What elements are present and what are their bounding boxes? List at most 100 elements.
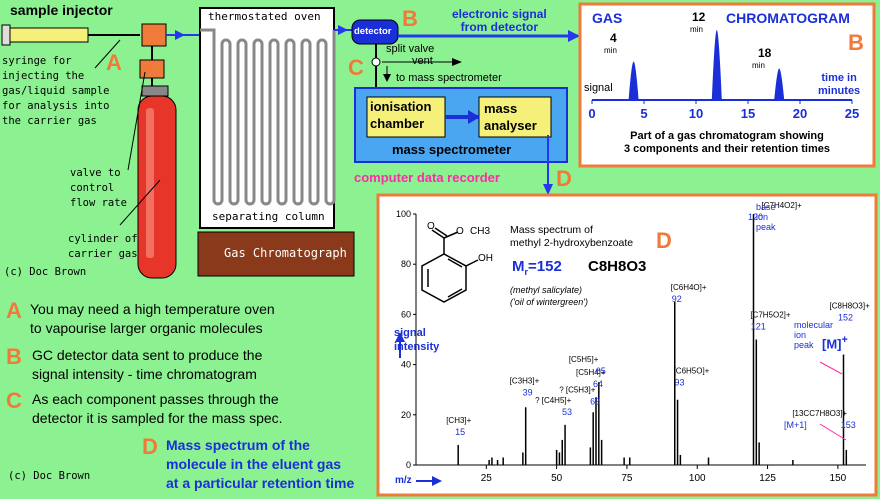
struct-o-top: O: [427, 221, 435, 232]
spectrum-panel: [376, 193, 878, 497]
spec-ion-label: [CH3]+: [446, 416, 471, 425]
signal-note: electronic signal from detector: [452, 8, 547, 34]
spec-mz-label: 53: [562, 407, 572, 417]
spec-y-tick-label: 60: [401, 309, 411, 319]
chrom-letter-b: B: [848, 30, 864, 55]
m-bracket: [M]: [822, 336, 842, 352]
spectrum-title-line: methyl 2-hydroxybenzoate: [510, 237, 634, 249]
mi-note-line: molecular: [794, 320, 834, 330]
methyl-salicylate-structure: [421, 227, 479, 303]
peak-label-12: 12: [692, 10, 706, 24]
note-letter: A: [6, 298, 22, 323]
ylabel-line: signal: [394, 327, 426, 339]
chrom-xlabel: time in minutes: [818, 72, 860, 98]
chrom-x-tick-label: 25: [845, 106, 859, 121]
m1-label: [M+1]: [784, 420, 807, 430]
letter-d-top: D: [556, 166, 572, 191]
spec-ion-label: ? [C4H5]+: [535, 396, 572, 405]
note-line: GC detector data sent to produce the: [32, 347, 263, 363]
syringe-note-line: injecting the: [2, 70, 85, 82]
spectrum-xlabel: m/z: [395, 475, 412, 486]
ionisation-chamber: [366, 96, 446, 138]
to-ms-label: to mass spectrometer: [396, 72, 502, 84]
valve-note: valve to control flow rate: [70, 166, 127, 211]
injector-block: [141, 23, 167, 47]
syringe-note: syringe for injecting the gas/liquid sam…: [2, 54, 109, 129]
note-line: signal intensity - time chromatogram: [32, 366, 257, 382]
mr-subscript: r: [524, 267, 529, 277]
struct-ch3: CH3: [470, 226, 491, 237]
valve-note-line: valve to: [70, 167, 121, 179]
spec-x-tick-label: 25: [481, 473, 493, 484]
note-line: molecule in the eluent gas: [166, 456, 342, 472]
spec-x-tick-label: 150: [830, 473, 847, 484]
base-note-line: ion: [756, 212, 769, 222]
chrom-title-left: GAS: [592, 10, 623, 26]
syringe-note-line: syringe for: [2, 55, 72, 67]
spec-mz-label: 64: [593, 379, 603, 389]
syringe-note-line: gas/liquid sample: [2, 85, 110, 97]
ionisation-line: ionisation: [370, 99, 432, 114]
spec-ion-label: [C7H4O2]+: [762, 201, 803, 210]
syringe: [1, 24, 140, 46]
spec-y-tick-label: 40: [401, 360, 411, 370]
chromatogram-panel: [578, 2, 876, 168]
detector-label: detector: [354, 26, 392, 37]
m-label: [M]+: [822, 334, 848, 351]
mi-note-line: peak: [794, 340, 814, 350]
note-line: As each component passes through the: [32, 391, 279, 407]
analyser-line: mass: [484, 101, 518, 116]
chrom-x-tick-label: 5: [640, 106, 647, 121]
peak-unit: min: [604, 46, 617, 55]
cylinder-note-line: carrier gas: [68, 248, 138, 260]
spec-ion-label: [C5H4]+: [576, 368, 606, 377]
ms-label: mass spectrometer: [392, 142, 512, 157]
copyright-top: (c) Doc Brown: [4, 266, 87, 278]
letter-c-top: C: [348, 55, 364, 80]
chrom-ylabel: signal: [584, 82, 613, 94]
struct-o-ester: O: [456, 226, 464, 237]
analyser-line: analyser: [484, 118, 537, 133]
molecular-ion-note: molecular ion peak: [794, 320, 833, 350]
chrom-title-right: CHROMATOGRAM: [726, 10, 850, 26]
spec-ion-label: [C6H4O]+: [671, 283, 707, 292]
spec-mz-label: 63: [590, 396, 600, 406]
signal-note-line: electronic signal: [452, 7, 547, 21]
spec-y-tick-label: 100: [396, 209, 411, 219]
spec-mz-label: 65: [596, 366, 606, 376]
letter-a: A: [106, 50, 122, 75]
signal-note-line: from detector: [460, 20, 539, 34]
spec-x-tick-label: 75: [621, 473, 633, 484]
chrom-xlabel-line: minutes: [818, 85, 861, 97]
chrom-x-tick-label: 10: [689, 106, 703, 121]
gc-base: [197, 231, 355, 277]
spec-mz-label: 120: [748, 212, 763, 222]
spec-mz-label: 93: [675, 378, 685, 388]
syringe-note-line: the carrier gas: [2, 115, 97, 127]
gas-cylinder: [137, 85, 177, 279]
ionisation-line: chamber: [370, 116, 425, 131]
valve-block: [139, 59, 165, 79]
peak-unit: min: [752, 61, 765, 70]
valve-note-line: flow rate: [70, 197, 127, 209]
peak-label-18: 18: [758, 46, 772, 60]
spec-mz-label: 39: [523, 387, 533, 397]
letter-b-top: B: [402, 6, 418, 31]
spec-y-tick-label: 20: [401, 410, 411, 420]
note-line: at a particular retention time: [166, 475, 355, 491]
base-note-line: peak: [756, 222, 776, 232]
common-name-line: ('oil of wintergreen'): [510, 297, 588, 307]
spectrum-ylabel: signal intensity: [394, 326, 439, 354]
spectrum-title: Mass spectrum of methyl 2-hydroxybenzoat…: [510, 224, 633, 250]
peak-label-4: 4: [610, 31, 617, 45]
cylinder-note-line: cylinder of: [68, 233, 138, 245]
cylinder-note: cylinder of carrier gas: [68, 232, 138, 262]
note-line: You may need a high temperature oven: [30, 301, 275, 317]
note-letter: C: [6, 388, 22, 413]
spec-y-tick-label: 80: [401, 259, 411, 269]
spec-mz-label: 152: [838, 313, 853, 323]
spec-x-tick-label: 50: [551, 473, 563, 484]
m-plus: +: [841, 334, 848, 346]
note-line: to vapourise larger organic molecules: [30, 320, 263, 336]
